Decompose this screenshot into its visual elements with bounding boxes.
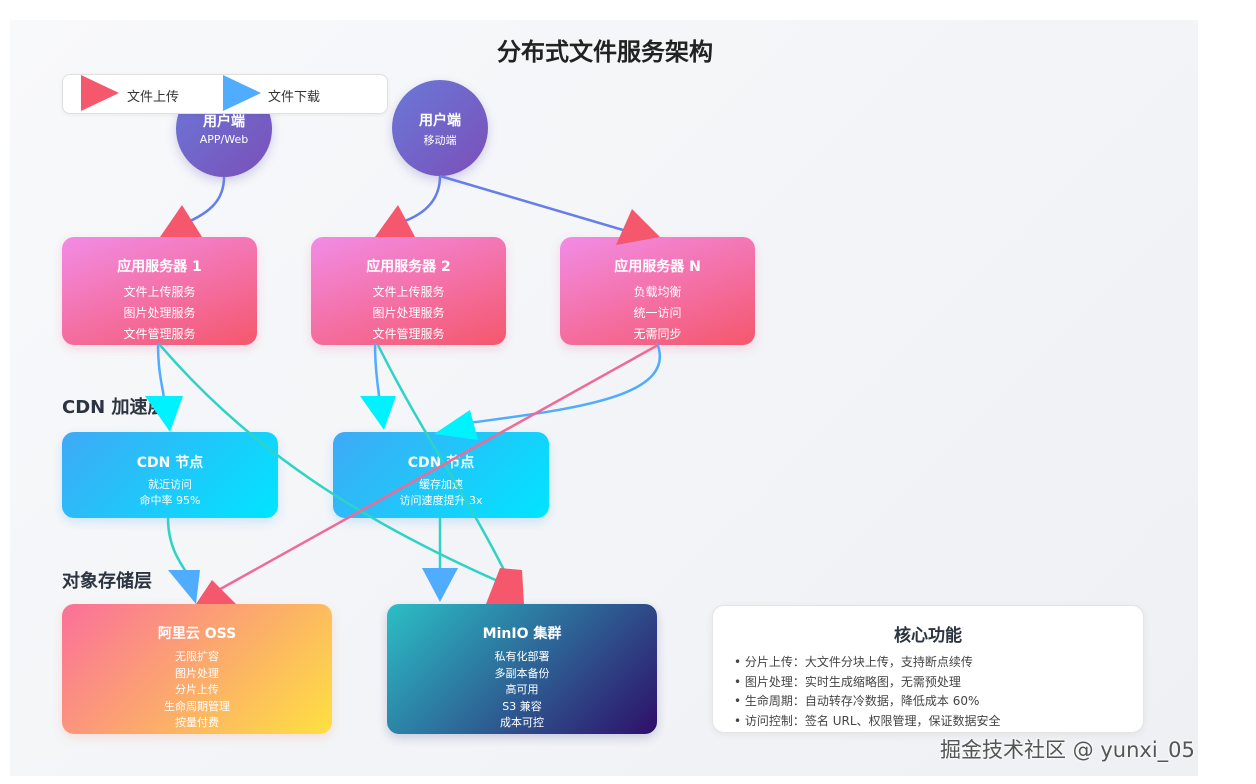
storage-minio-cluster: MinIO 集群 私有化部署 多副本备份 高可用 S3 兼容 成本可控 bbox=[387, 604, 657, 734]
storage-title: 阿里云 OSS bbox=[157, 626, 237, 642]
line-appn-to-cdn2 bbox=[461, 342, 661, 426]
core-feature-item: • 访问控制：签名 URL、权限管理，保证数据安全 bbox=[734, 713, 1001, 728]
app-server-line: 文件管理服务 bbox=[372, 327, 445, 341]
app-server-line: 无需同步 bbox=[633, 327, 682, 341]
arrowhead-cdn bbox=[434, 410, 478, 440]
storage-line: 多副本备份 bbox=[494, 666, 550, 680]
storage-line: S3 兼容 bbox=[502, 699, 542, 713]
cdn-node-line: 命中率 95% bbox=[139, 494, 201, 507]
app-server-title: 应用服务器 N bbox=[614, 259, 701, 275]
app-server-line: 统一访问 bbox=[633, 306, 682, 320]
storage-aliyun-oss: 阿里云 OSS 无限扩容 图片处理 分片上传 生命周期管理 按量付费 bbox=[62, 604, 332, 734]
arrowhead-upload bbox=[160, 205, 202, 237]
core-features-panel: 核心功能 • 分片上传：大文件分块上传，支持断点续传 • 图片处理：实时生成缩略… bbox=[712, 605, 1144, 733]
app-server-line: 文件上传服务 bbox=[123, 285, 196, 299]
client-subtitle: APP/Web bbox=[199, 133, 249, 146]
line-client2-to-appn bbox=[439, 174, 641, 237]
app-server-n: 应用服务器 N 负载均衡 统一访问 无需同步 bbox=[560, 237, 755, 345]
client-title: 用户端 bbox=[419, 113, 461, 129]
legend: 文件上传 文件下载 bbox=[62, 74, 388, 114]
cdn-node-1: CDN 节点 就近访问 命中率 95% bbox=[62, 432, 278, 518]
section-label-cdn: CDN 加速层 bbox=[62, 397, 166, 418]
cdn-node-line: 就近访问 bbox=[148, 478, 192, 491]
cdn-node-title: CDN 节点 bbox=[136, 455, 204, 471]
app-server-line: 文件管理服务 bbox=[123, 327, 196, 341]
storage-line: 私有化部署 bbox=[494, 650, 550, 663]
app-server-line: 图片处理服务 bbox=[372, 306, 445, 320]
diagram-title: 分布式文件服务架构 bbox=[497, 38, 713, 66]
storage-line: 按量付费 bbox=[175, 716, 219, 729]
app-server-line: 图片处理服务 bbox=[123, 306, 196, 320]
client-title: 用户端 bbox=[203, 114, 245, 130]
client-mobile: 用户端 移动端 bbox=[392, 80, 488, 176]
core-feature-item: • 图片处理：实时生成缩略图，无需预处理 bbox=[734, 674, 961, 689]
upload-arrow-icon bbox=[81, 75, 119, 111]
app-server-2: 应用服务器 2 文件上传服务 图片处理服务 文件管理服务 bbox=[311, 237, 506, 345]
core-features-title: 核心功能 bbox=[894, 626, 962, 646]
arrowhead-cdn bbox=[145, 396, 183, 432]
line-appn-to-oss bbox=[214, 343, 659, 594]
watermark: 掘金技术社区 @ yunxi_05 bbox=[940, 738, 1195, 762]
app-server-1: 应用服务器 1 文件上传服务 图片处理服务 文件管理服务 bbox=[62, 237, 257, 345]
app-server-title: 应用服务器 1 bbox=[117, 259, 202, 275]
cdn-node-2: CDN 节点 缓存加速 访问速度提升 3x bbox=[333, 432, 549, 518]
arrowhead-cdn bbox=[360, 396, 396, 430]
arrowhead-upload bbox=[375, 205, 415, 237]
arrowhead-download bbox=[168, 570, 200, 604]
storage-line: 成本可控 bbox=[500, 716, 544, 729]
line-client2-to-app2 bbox=[401, 175, 442, 224]
core-feature-item: • 生命周期：自动转存冷数据，降低成本 60% bbox=[734, 694, 980, 708]
cdn-node-line: 访问速度提升 3x bbox=[399, 494, 483, 507]
line-app1-to-minio bbox=[159, 344, 501, 584]
line-cdn1-to-oss bbox=[166, 517, 192, 579]
legend-upload-label: 文件上传 bbox=[127, 90, 180, 105]
app-server-line: 负载均衡 bbox=[633, 285, 682, 299]
arrowhead-upload bbox=[196, 580, 236, 604]
app-server-line: 文件上传服务 bbox=[372, 285, 445, 299]
client-subtitle: 移动端 bbox=[423, 134, 457, 147]
core-feature-item: • 分片上传：大文件分块上传，支持断点续传 bbox=[734, 655, 973, 669]
storage-line: 分片上传 bbox=[175, 683, 219, 696]
storage-line: 生命周期管理 bbox=[164, 699, 230, 713]
cdn-node-title: CDN 节点 bbox=[407, 455, 475, 471]
storage-line: 图片处理 bbox=[175, 666, 219, 680]
arrowhead-upload bbox=[486, 568, 524, 604]
app-server-title: 应用服务器 2 bbox=[366, 259, 451, 275]
download-arrow-icon bbox=[223, 75, 261, 111]
section-label-storage: 对象存储层 bbox=[62, 571, 152, 592]
storage-line: 高可用 bbox=[505, 683, 539, 696]
storage-title: MinIO 集群 bbox=[482, 626, 562, 642]
storage-line: 无限扩容 bbox=[175, 650, 219, 663]
legend-download-label: 文件下载 bbox=[268, 90, 321, 105]
line-client1-to-app1 bbox=[187, 176, 226, 224]
arrowhead-upload bbox=[616, 209, 660, 245]
cdn-node-line: 缓存加速 bbox=[419, 478, 463, 491]
arrowhead-download bbox=[422, 568, 458, 602]
